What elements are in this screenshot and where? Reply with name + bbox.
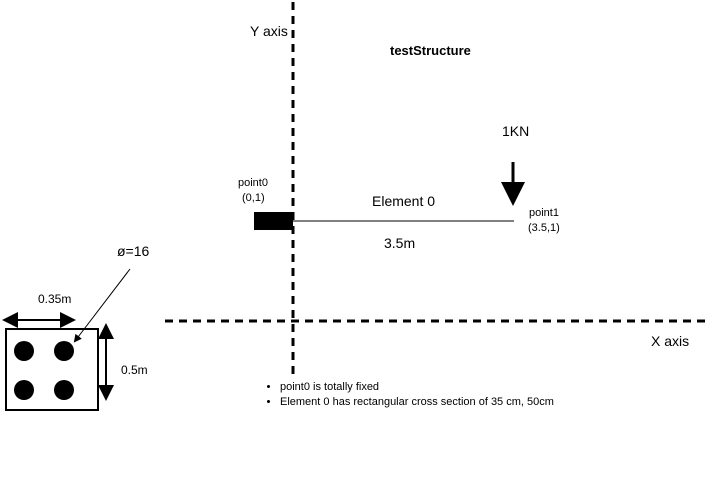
point1-label: point1 [529,207,559,219]
note-item: Element 0 has rectangular cross section … [280,395,554,410]
rebar-bottom-left [14,380,34,400]
notes-list: point0 is totally fixed Element 0 has re… [268,380,554,410]
point1-coords: (3.5,1) [528,222,560,234]
y-axis-label: Y axis [250,23,288,39]
point0-label: point0 [238,177,268,189]
bar-diameter-label: ø=16 [117,243,150,259]
rebar-top-left [14,341,34,361]
diameter-leader-line [73,268,131,343]
section-height-label: 0.5m [121,363,148,377]
section-width-label: 0.35m [38,292,72,306]
rebar-bottom-right [54,380,74,400]
diagram-title: testStructure [390,43,471,58]
x-axis-label: X axis [651,333,690,349]
note-item: point0 is totally fixed [280,380,554,395]
rebar-top-right [54,341,74,361]
element-label: Element 0 [372,193,436,209]
element-length: 3.5m [384,235,416,251]
load-label: 1KN [502,123,530,139]
point0-coords: (0,1) [242,192,265,204]
fixed-support [254,212,293,230]
